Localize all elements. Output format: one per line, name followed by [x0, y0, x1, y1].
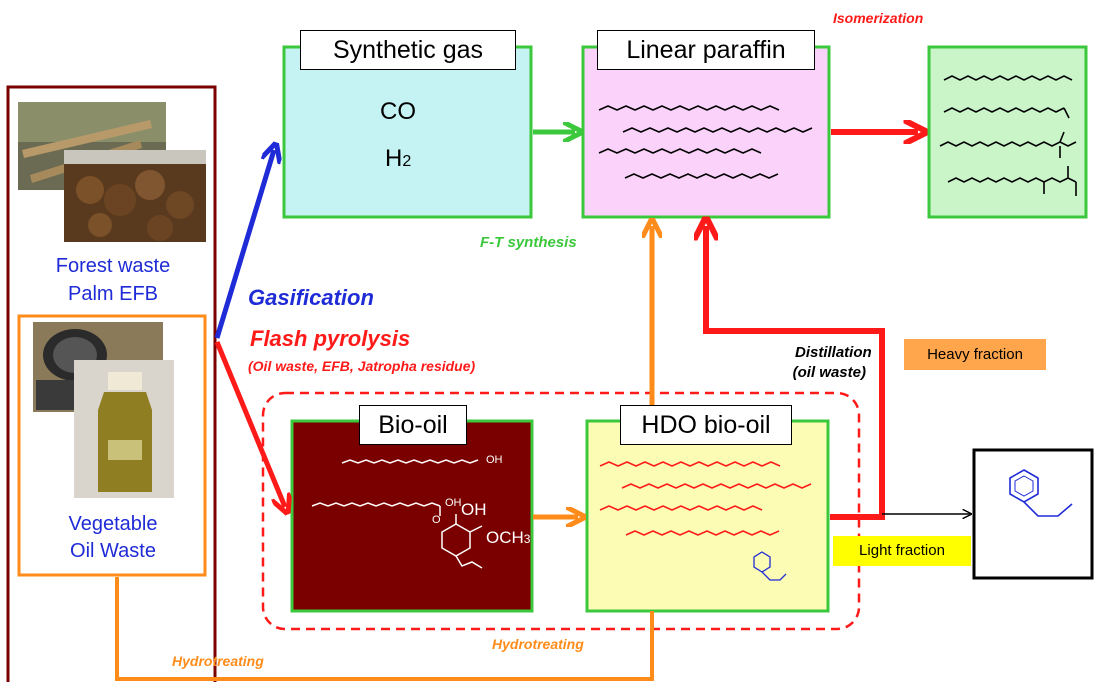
isomerization-label: Isomerization	[833, 10, 924, 26]
synthetic-gas-box	[282, 45, 533, 219]
gasification-label: Gasification	[248, 285, 374, 310]
product-box	[972, 448, 1094, 580]
ft-synthesis-label: F-T synthesis	[480, 234, 577, 251]
hdo-bio-oil-title: HDO bio-oil	[620, 405, 792, 445]
bio-oil-o-mid: O	[432, 514, 441, 526]
palm-efb-label: Palm EFB	[67, 283, 159, 305]
linear-paraffin-box	[581, 45, 831, 219]
vegetable-label: Vegetable	[68, 513, 158, 535]
bio-oil-molecules	[311, 459, 483, 569]
flash-pyrolysis-label: Flash pyrolysis	[250, 326, 411, 351]
forest-waste-label: Forest waste	[55, 255, 171, 277]
vegetable-oil-frame	[17, 314, 207, 577]
hydrotreating-bottom-label: Hydrotreating	[172, 653, 264, 669]
isomer-box	[927, 45, 1088, 219]
flash-pyrolysis-arrow	[214, 341, 285, 507]
linear-paraffin-chains	[598, 105, 813, 179]
distillation-label: Distillation	[795, 344, 872, 361]
linear-paraffin-title: Linear paraffin	[597, 30, 815, 70]
bio-oil-box	[290, 419, 534, 613]
bio-oil-oh-ring: OH	[461, 500, 487, 519]
propylbenzene-molecule	[1009, 469, 1073, 517]
gasification-arrow	[214, 150, 274, 339]
h2-label: H2	[385, 145, 412, 172]
distillation-heavy-arrow	[706, 226, 885, 520]
hydrotreating-middle-label: Hydrotreating	[492, 636, 584, 652]
distillation-note: (oil waste)	[792, 364, 866, 381]
flash-pyrolysis-note: (Oil waste, EFB, Jatropha residue)	[248, 358, 476, 374]
oil-waste-label: Oil Waste	[70, 540, 156, 562]
hdo-bio-oil-box	[585, 419, 830, 613]
hdo-chains	[599, 461, 812, 536]
heavy-fraction-tag: Heavy fraction	[904, 339, 1046, 370]
bio-oil-oh-top: OH	[486, 454, 503, 466]
bio-oil-och3: OCH3	[486, 528, 531, 547]
synthetic-gas-title: Synthetic gas	[300, 30, 516, 70]
branched-paraffin-chains	[939, 75, 1077, 196]
hdo-benzene-molecule	[753, 551, 787, 581]
flash-pyrolysis-region	[261, 391, 861, 631]
bio-oil-oh-mid: OH	[445, 497, 462, 509]
palm-efb-photo	[64, 150, 206, 242]
hydrotreating-bottom-line	[115, 577, 654, 681]
oil-bottle-photo	[74, 360, 174, 498]
bio-oil-title: Bio-oil	[359, 405, 467, 445]
co-label: CO	[380, 98, 416, 125]
feedstock-frame	[6, 85, 217, 682]
light-fraction-tag: Light fraction	[833, 536, 971, 566]
